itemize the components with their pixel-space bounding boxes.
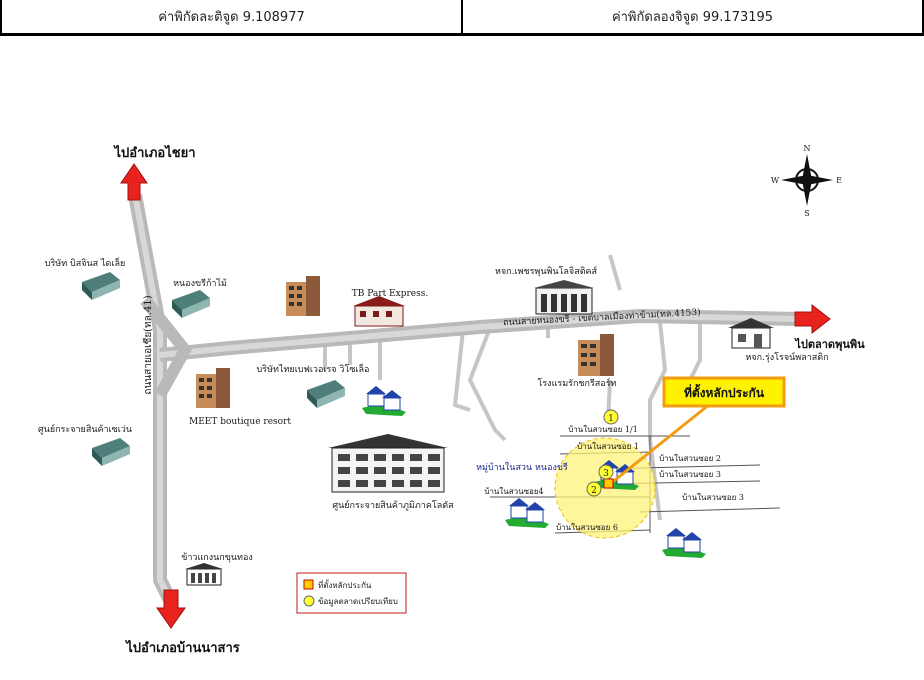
building-icon [286, 276, 320, 316]
legend-market-data: ข้อมูลตลาดเปรียบเทียบ [318, 597, 398, 607]
road-label-asia: ถนนสายเอเชีย(ทล.41) [142, 295, 154, 394]
label-to-punpin: ไปตลาดพุนพิน [793, 337, 865, 352]
label-bristol: บริษัท บิสจินส ไดเล็ย [45, 256, 126, 269]
label-to-chaiya: ไปอำเภอไชยา [113, 144, 196, 161]
hotel-building-icon [578, 334, 614, 376]
label-soi-3b: บ้านในสวนซอย 3 [682, 493, 744, 502]
label-village: หมู่บ้านในสวน หนองขรี [476, 462, 568, 473]
house-icon [728, 318, 774, 349]
collateral-marker-icon [603, 478, 614, 489]
compass-e: E [836, 176, 842, 185]
marker-3: 3 [598, 464, 614, 480]
distribution-center-icon [328, 434, 448, 493]
marker-2: 2 [586, 481, 602, 497]
svg-text:2: 2 [591, 486, 597, 496]
latitude-cell: ค่าพิกัดละติจูด 9.108977 [0, 0, 461, 33]
label-thaibev: บริษัทไทยเบฟเวอเรจ วิโซเล็อ [257, 362, 370, 375]
label-to-bannasan: ไปอำเภอบ้านนาสาร [124, 639, 240, 656]
label-meet: MEET boutique resort [189, 417, 291, 427]
label-plastic: หจก.รุ่งโรจน์พลาสติก [745, 351, 828, 363]
label-soi-4: บ้านในสวนซอย4 [484, 487, 543, 496]
label-hotel: โรงแรมรักชกรีสอร์ท [538, 377, 617, 389]
label-soi-6: บ้านในสวนซอย 6 [556, 523, 618, 532]
map-legend: ที่ตั้งหลักประกัน ข้อมูลตลาดเปรียบเทียบ [296, 572, 407, 614]
label-soi-1-1: บ้านในสวนซอย 1/1 [568, 425, 638, 434]
compass-rose-icon: N S E W [771, 144, 842, 218]
rice-shop-icon [185, 563, 223, 586]
marker-1: 1 [603, 409, 619, 425]
label-rice: ข้าวแกงนกขุนทอง [181, 552, 253, 563]
label-nongkhri-flower: หนองขรีก้าไม้ [173, 278, 227, 289]
arrow-north-icon [120, 163, 148, 201]
village-house-icon [505, 498, 549, 528]
warehouse-icon [92, 438, 130, 466]
village-house-icon [362, 386, 406, 416]
callout-text: ที่ตั้งหลักประกัน [684, 383, 765, 400]
legend-collateral: ที่ตั้งหลักประกัน [318, 579, 372, 590]
label-petchpunpin: หจก.เพชรพุนพินโลจิสติคส์ [495, 265, 598, 277]
callout-pointer [609, 402, 711, 486]
warehouse-icon [307, 380, 345, 408]
longitude-cell: ค่าพิกัดลองจิจูด 99.173195 [461, 0, 924, 33]
building-icon [196, 368, 230, 408]
arrow-south-icon [156, 589, 186, 629]
svg-text:1: 1 [608, 414, 614, 424]
label-center-logistic: ศูนย์กระจายสินค้าภูมิภาคโลตัส [332, 499, 454, 511]
location-map: N S E W [38, 144, 865, 656]
coordinates-header: ค่าพิกัดละติจูด 9.108977 ค่าพิกัดลองจิจู… [0, 0, 924, 36]
shop-house-icon [353, 296, 405, 327]
svg-text:3: 3 [603, 469, 609, 479]
warehouse-icon [172, 290, 210, 318]
label-soi-3: บ้านในสวนซอย 3 [659, 470, 721, 479]
compass-s: S [804, 209, 809, 218]
compass-n: N [804, 144, 811, 153]
label-tb-part: TB Part Express. [352, 289, 429, 299]
label-center-left: ศูนย์กระจายสินค้าเซเว่น [38, 423, 132, 435]
collateral-callout: ที่ตั้งหลักประกัน [662, 376, 786, 408]
village-house-icon [662, 528, 706, 558]
label-soi-2: บ้านในสวนซอย 2 [659, 454, 721, 463]
logistics-building-icon [534, 280, 594, 315]
arrow-east-icon [794, 303, 831, 335]
label-soi-1: บ้านในสวนซอย 1 [577, 442, 639, 451]
main-road-horizontal [140, 296, 801, 398]
compass-w: W [771, 176, 780, 185]
warehouse-icon [82, 272, 120, 300]
